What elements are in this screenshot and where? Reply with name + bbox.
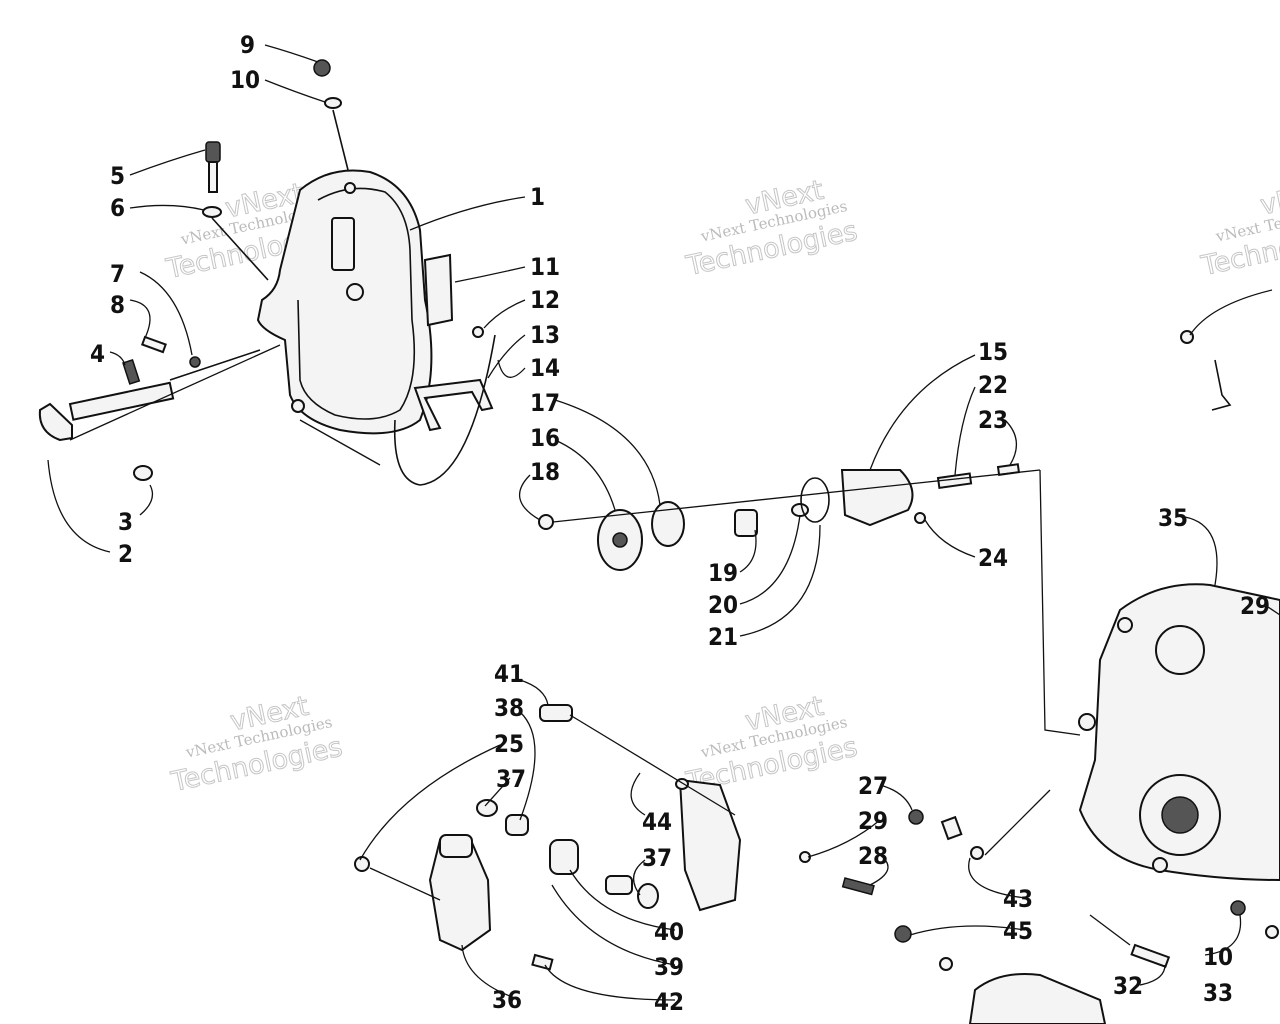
part-plate [423, 253, 484, 338]
callout-17: 17 [530, 389, 560, 417]
callout-29b: 29 [1240, 592, 1270, 620]
callout-29: 29 [858, 807, 888, 835]
part-top-nut-washer [313, 59, 349, 171]
part-cover-housing [256, 169, 433, 435]
callout-24: 24 [978, 544, 1008, 572]
callout-8: 8 [110, 291, 125, 319]
callout-27: 27 [858, 772, 888, 800]
callout-25: 25 [494, 730, 524, 758]
callout-10b: 10 [1203, 943, 1233, 971]
callout-40: 40 [654, 918, 684, 946]
callout-33: 33 [1203, 979, 1233, 1007]
callout-16: 16 [530, 424, 560, 452]
part-lower-caliper [354, 704, 742, 971]
callout-11: 11 [530, 253, 560, 281]
callout-4: 4 [90, 340, 105, 368]
watermark-top-center: vNext vNext Technologies Technologies [682, 174, 860, 282]
callout-28: 28 [858, 842, 888, 870]
callout-21: 21 [708, 623, 738, 651]
callout-44: 44 [642, 808, 672, 836]
callout-38: 38 [494, 694, 524, 722]
part-wire-spring [393, 334, 496, 486]
callout-13: 13 [530, 321, 560, 349]
callout-15: 15 [978, 338, 1008, 366]
callout-41: 41 [494, 660, 524, 688]
part-top-right-bracket [1180, 330, 1232, 411]
callout-3: 3 [118, 508, 133, 536]
watermark-bottom-center: vNext vNext Technologies Technologies [682, 690, 860, 798]
callout-37: 37 [496, 765, 526, 793]
callout-23: 23 [978, 406, 1008, 434]
part-bleeder-screw [202, 141, 269, 281]
callout-36: 36 [492, 986, 522, 1014]
callout-9: 9 [240, 31, 255, 59]
part-lower-hardware [799, 809, 1279, 1024]
part-shaft-assembly [38, 335, 261, 481]
callout-10: 10 [230, 66, 260, 94]
callout-7: 7 [110, 260, 125, 288]
part-bracket [413, 378, 494, 432]
callout-19: 19 [708, 559, 738, 587]
part-gear-housing [1078, 583, 1280, 882]
callout-37b: 37 [642, 844, 672, 872]
callout-5: 5 [110, 162, 125, 190]
leader-lines [47, 44, 1280, 1001]
callout-43: 43 [1003, 885, 1033, 913]
callout-32: 32 [1113, 972, 1143, 1000]
callout-18: 18 [530, 458, 560, 486]
callout-20: 20 [708, 591, 738, 619]
callout-12: 12 [530, 286, 560, 314]
callout-1: 1 [530, 183, 545, 211]
callout-6: 6 [110, 194, 125, 222]
callout-42: 42 [654, 988, 684, 1016]
callout-45: 45 [1003, 917, 1033, 945]
callout-labels: 1 2 3 4 5 6 7 8 9 10 11 12 13 14 15 16 1… [90, 31, 1270, 1016]
watermark-bottom-left: vNext vNext Technologies Technologies [167, 690, 345, 798]
watermark-top-right: vNext vNext Technologies Technologies [1197, 174, 1280, 282]
callout-2: 2 [118, 540, 133, 568]
callout-35: 35 [1158, 504, 1188, 532]
callout-14: 14 [530, 354, 560, 382]
callout-39: 39 [654, 953, 684, 981]
callout-22: 22 [978, 371, 1008, 399]
